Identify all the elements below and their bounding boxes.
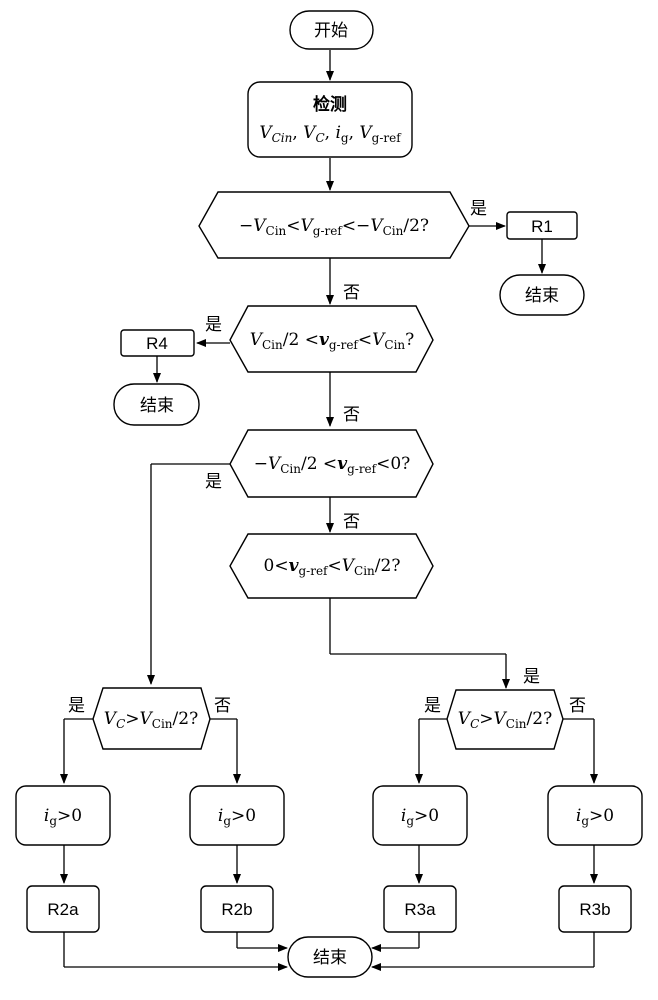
detect-node: 检测 VCin, VC, ig, Vg-ref xyxy=(247,81,413,158)
end-node-final: 结束 xyxy=(287,936,373,978)
decision-1-no: 否 xyxy=(343,283,360,303)
svg-text:R4: R4 xyxy=(146,334,168,353)
decision-5-left-no: 否 xyxy=(214,696,231,716)
decision-3-no: 否 xyxy=(343,512,360,532)
decision-5-right-yes: 是 xyxy=(424,696,441,716)
decision-2-no: 否 xyxy=(343,405,360,425)
connectors xyxy=(60,50,598,971)
start-node: 开始 xyxy=(289,10,374,50)
svg-text:R2a: R2a xyxy=(47,900,79,919)
ig-box-1: ig>0 xyxy=(15,785,111,846)
decision-5-right-no: 否 xyxy=(569,696,586,716)
decision-4-yes: 是 xyxy=(523,667,540,687)
svg-text:结束: 结束 xyxy=(525,286,559,306)
decision-3-text: −VCin/2 <vg-ref<0? xyxy=(254,454,411,476)
decision-3: −VCin/2 <vg-ref<0? xyxy=(229,429,434,498)
ig-box-3: ig>0 xyxy=(372,785,468,846)
decision-5-right-text: VC>VCin/2? xyxy=(458,709,552,731)
result-r4: R4 xyxy=(120,329,195,357)
decision-5-right: VC>VCin/2? xyxy=(446,689,564,750)
detect-title: 检测 xyxy=(313,94,347,115)
decision-5-left-text: VC>VCin/2? xyxy=(104,709,198,731)
decision-3-yes: 是 xyxy=(205,472,222,492)
decision-2-text: VCin/2 <vg-ref<VCin? xyxy=(250,330,415,352)
svg-text:R1: R1 xyxy=(531,217,553,236)
svg-text:ig>0: ig>0 xyxy=(576,806,614,828)
svg-text:ig>0: ig>0 xyxy=(44,806,82,828)
svg-text:结束: 结束 xyxy=(313,948,347,968)
svg-text:R3a: R3a xyxy=(404,900,436,919)
svg-text:R2b: R2b xyxy=(221,900,252,919)
decision-2: VCin/2 <vg-ref<VCin? xyxy=(229,305,434,373)
detect-signals: VCin, VC, ig, Vg-ref xyxy=(259,123,402,145)
result-r1: R1 xyxy=(506,211,578,240)
decision-1: −VCin<Vg-ref<−VCin/2? xyxy=(198,191,470,259)
decision-1-yes: 是 xyxy=(470,199,487,219)
svg-text:R3b: R3b xyxy=(579,900,610,919)
decision-5-left-yes: 是 xyxy=(68,696,85,716)
decision-2-yes: 是 xyxy=(205,315,222,335)
decision-1-text: −VCin<Vg-ref<−VCin/2? xyxy=(239,216,429,238)
decision-4-text: 0<vg-ref<VCin/2? xyxy=(264,556,401,578)
ig-box-4: ig>0 xyxy=(547,785,643,846)
end-node-r4: 结束 xyxy=(113,383,200,426)
start-label: 开始 xyxy=(314,21,348,41)
result-r3b: R3b xyxy=(558,885,632,933)
svg-text:ig>0: ig>0 xyxy=(218,806,256,828)
decision-4: 0<vg-ref<VCin/2? xyxy=(229,533,434,599)
svg-text:ig>0: ig>0 xyxy=(401,806,439,828)
svg-text:结束: 结束 xyxy=(140,396,174,416)
result-r3a: R3a xyxy=(383,885,457,933)
result-r2b: R2b xyxy=(200,885,274,933)
decision-5-left: VC>VCin/2? xyxy=(92,687,211,750)
end-node-r1: 结束 xyxy=(499,274,585,316)
ig-box-2: ig>0 xyxy=(189,785,285,846)
result-r2a: R2a xyxy=(26,885,100,933)
